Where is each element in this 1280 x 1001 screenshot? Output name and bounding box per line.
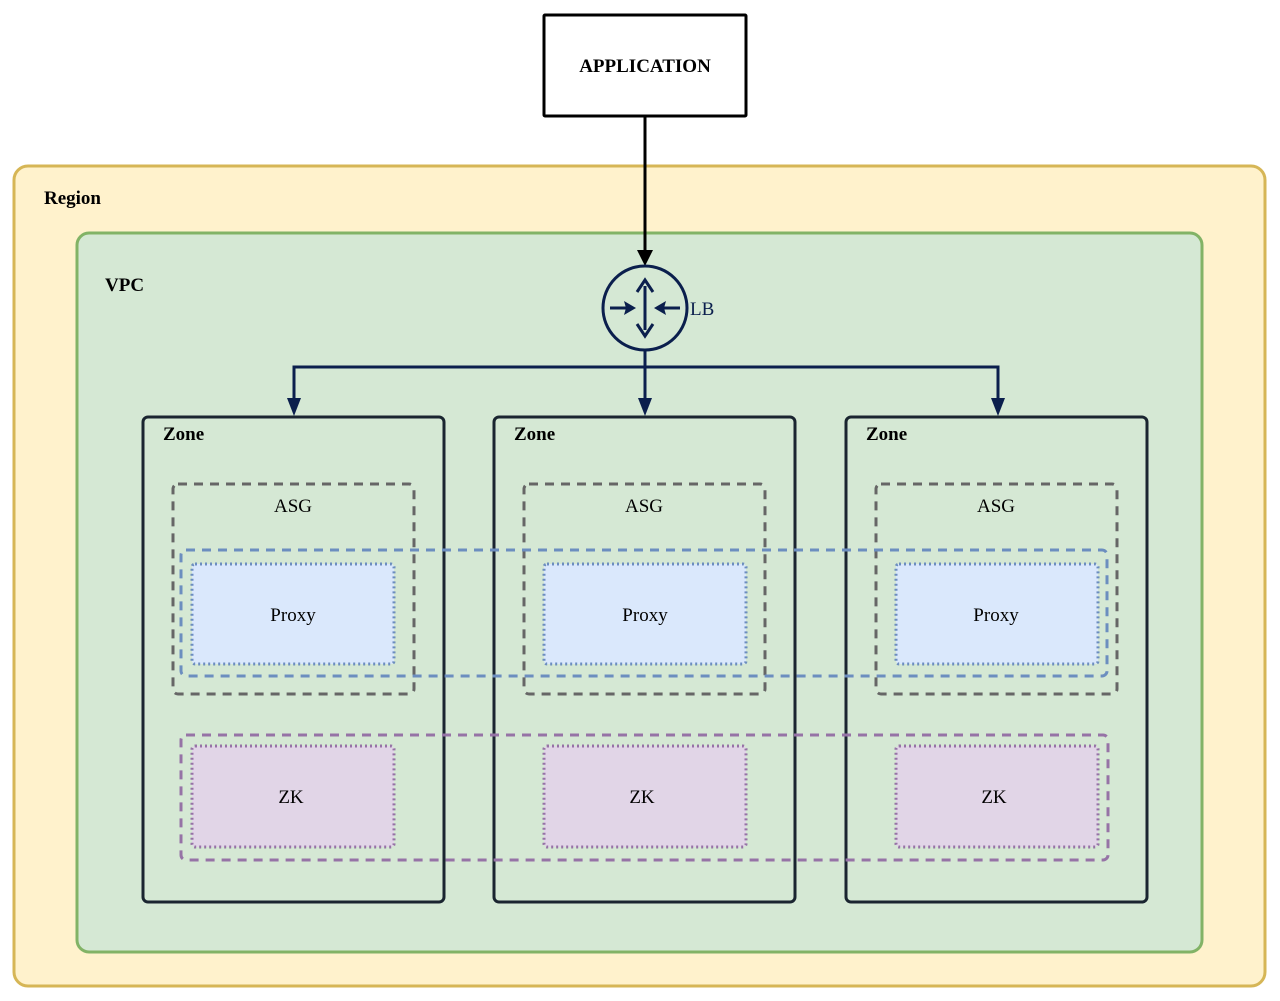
asg-label: ASG bbox=[274, 496, 312, 517]
zk-label: ZK bbox=[278, 787, 304, 808]
arrowhead-zone-3 bbox=[991, 398, 1005, 416]
asg-group-3[interactable]: ASG bbox=[874, 482, 1119, 696]
application-label: APPLICATION bbox=[579, 56, 711, 77]
proxy-cluster-group[interactable] bbox=[179, 548, 1109, 678]
asg-label: ASG bbox=[625, 496, 663, 517]
proxy-node-3[interactable]: Proxy bbox=[894, 562, 1100, 666]
edge-application-to-lb bbox=[637, 116, 653, 266]
proxy-label: Proxy bbox=[270, 605, 316, 626]
application-node[interactable]: APPLICATION bbox=[542, 13, 748, 118]
zone-label: Zone bbox=[866, 424, 907, 445]
asg-label: ASG bbox=[977, 496, 1015, 517]
asg-group-2[interactable]: ASG bbox=[522, 482, 767, 696]
proxy-node-2[interactable]: Proxy bbox=[542, 562, 748, 666]
zone-1[interactable]: Zone bbox=[141, 415, 446, 904]
zk-node-3[interactable]: ZK bbox=[894, 744, 1100, 849]
zk-label: ZK bbox=[981, 787, 1007, 808]
load-balancer-icon bbox=[610, 277, 680, 339]
region-label: Region bbox=[44, 188, 101, 209]
proxy-label: Proxy bbox=[973, 605, 1019, 626]
vpc-label: VPC bbox=[105, 275, 144, 296]
zk-node-1[interactable]: ZK bbox=[190, 744, 396, 849]
arrowhead-zone-2 bbox=[638, 398, 652, 416]
edge-lb-to-zones bbox=[292, 350, 1000, 400]
load-balancer-node[interactable]: LB bbox=[601, 264, 714, 352]
zone-label: Zone bbox=[514, 424, 555, 445]
proxy-node-1[interactable]: Proxy bbox=[190, 562, 396, 666]
zone-label: Zone bbox=[163, 424, 204, 445]
zone-2[interactable]: Zone bbox=[492, 415, 797, 904]
proxy-label: Proxy bbox=[622, 605, 668, 626]
zone-3[interactable]: Zone bbox=[844, 415, 1149, 904]
load-balancer-label: LB bbox=[690, 299, 714, 320]
zk-cluster-group[interactable] bbox=[179, 733, 1110, 862]
zk-node-2[interactable]: ZK bbox=[542, 744, 748, 849]
zk-label: ZK bbox=[629, 787, 655, 808]
asg-group-1[interactable]: ASG bbox=[171, 482, 416, 696]
arrowhead-zone-1 bbox=[287, 398, 301, 416]
